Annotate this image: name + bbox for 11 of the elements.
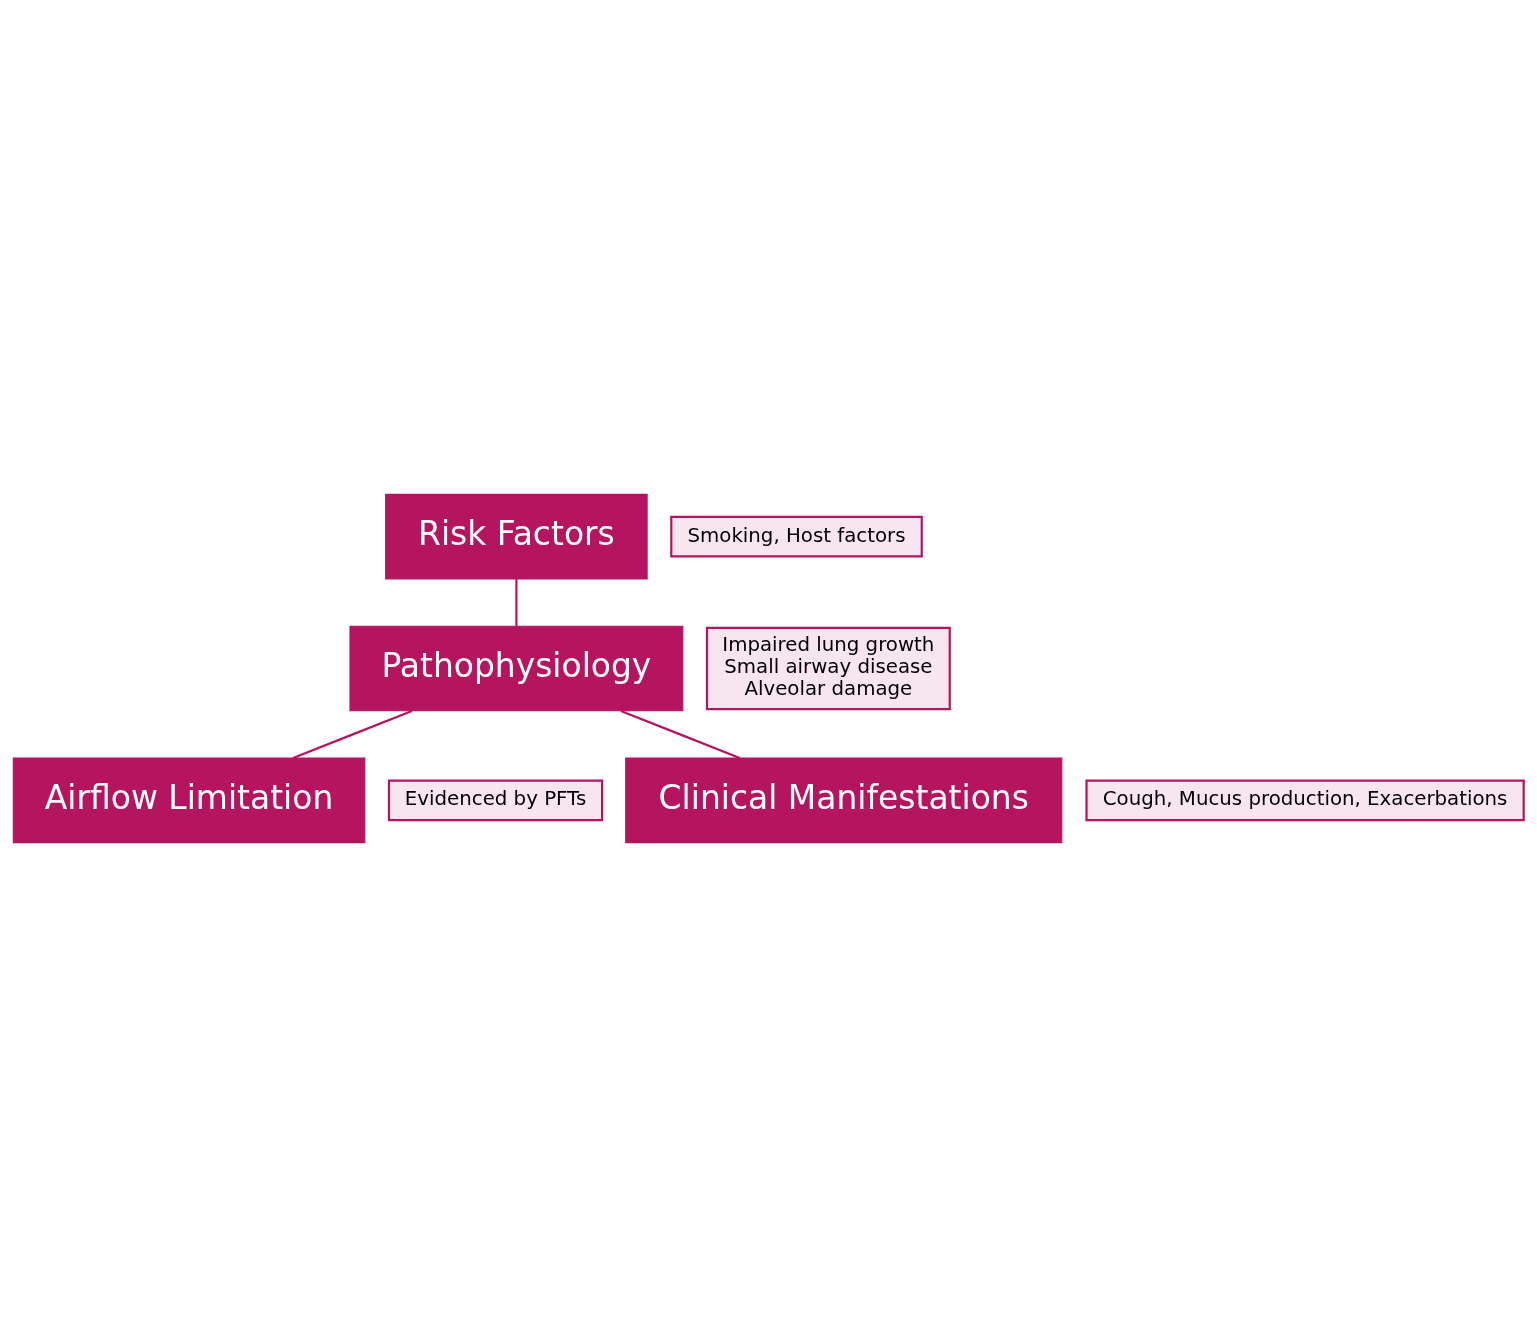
node-box: Pathophysiology — [349, 625, 684, 712]
node-box: Airflow Limitation — [12, 757, 366, 844]
connector — [620, 709, 741, 760]
node-box: Cough, Mucus production, Exacerbations — [1085, 779, 1525, 822]
connector — [292, 709, 413, 760]
node-box: Impaired lung growth Small airway disease Alveolar damage — [705, 626, 951, 711]
node-box: Evidenced by PFTs — [387, 779, 604, 822]
node-box: Clinical Manifestations — [625, 757, 1063, 844]
connector — [515, 579, 518, 626]
node-box: Risk Factors — [385, 493, 648, 580]
node-box: Smoking, Host factors — [670, 515, 923, 558]
